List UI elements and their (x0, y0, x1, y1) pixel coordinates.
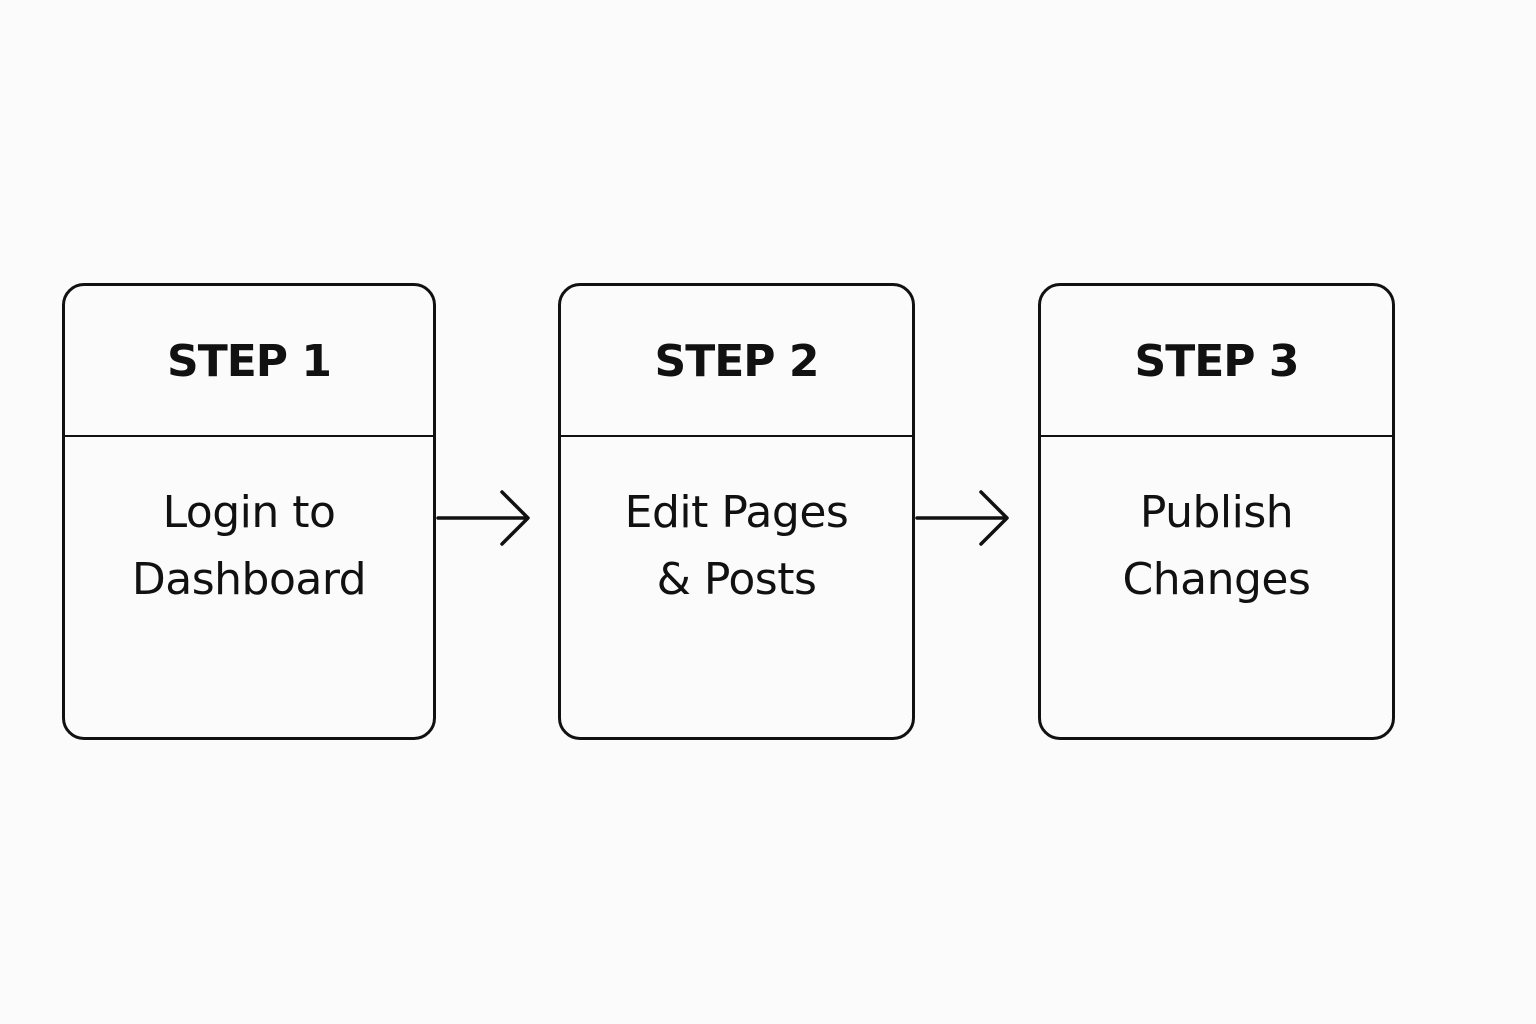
step-2-header: STEP 2 (561, 286, 912, 437)
step-3-line-2: Changes (1122, 554, 1311, 605)
step-2-box: STEP 2 Edit Pages & Posts (558, 283, 915, 740)
step-1-header: STEP 1 (65, 286, 433, 437)
arrow-right-icon (436, 490, 530, 546)
step-1-line-1: Login to (162, 487, 336, 538)
step-1-line-2: Dashboard (131, 554, 367, 605)
step-2-title: STEP 2 (654, 336, 820, 387)
step-1-body: Login to Dashboard (65, 437, 433, 613)
step-1-box: STEP 1 Login to Dashboard (62, 283, 436, 740)
step-3-box: STEP 3 Publish Changes (1038, 283, 1395, 740)
step-2-line-1: Edit Pages (624, 487, 849, 538)
step-3-title: STEP 3 (1134, 336, 1300, 387)
step-3-body: Publish Changes (1041, 437, 1392, 613)
step-2-line-2: & Posts (656, 554, 817, 605)
step-1-title: STEP 1 (167, 336, 332, 387)
step-3-header: STEP 3 (1041, 286, 1392, 437)
step-3-line-1: Publish (1139, 487, 1294, 538)
arrow-right-icon (915, 490, 1009, 546)
step-2-body: Edit Pages & Posts (561, 437, 912, 613)
